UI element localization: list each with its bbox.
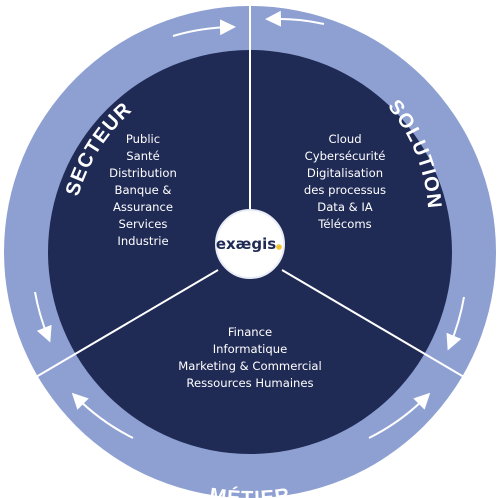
- segment-item: Santé: [126, 149, 160, 163]
- segment-item: Cloud: [328, 132, 361, 146]
- segment-item: Finance: [228, 325, 272, 339]
- curved-arrow-icon: [368, 392, 431, 439]
- logo-text: exægis: [216, 235, 276, 253]
- segment-item: Cybersécurité: [305, 149, 386, 163]
- curved-arrow-icon: [265, 10, 325, 27]
- curved-arrow-icon: [34, 291, 52, 343]
- segment-item: Marketing & Commercial: [178, 359, 322, 373]
- segment-item: Data & IA: [317, 200, 373, 214]
- segment-item: Banque &: [115, 183, 172, 197]
- curved-arrow-icon: [172, 19, 236, 37]
- segment-item: Services: [119, 217, 168, 231]
- segment-item: Industrie: [117, 234, 168, 248]
- segment-item: des processus: [304, 183, 386, 197]
- ring-label-metier: MÉTIER: [208, 484, 292, 498]
- segment-item: Public: [126, 132, 160, 146]
- curved-arrow-icon: [446, 296, 465, 351]
- segment-item: Assurance: [113, 200, 173, 214]
- segment-solution: Cloud Cybersécurité Digitalisation des p…: [304, 132, 386, 231]
- segment-item: Télécoms: [317, 217, 371, 231]
- segment-item: Informatique: [213, 342, 288, 356]
- divider-right: [281, 269, 465, 378]
- segment-item: Distribution: [109, 166, 177, 180]
- segment-item: Digitalisation: [307, 166, 383, 180]
- logo-dot: [276, 244, 282, 250]
- divider-left: [35, 269, 219, 378]
- curved-arrow-icon: [71, 392, 134, 439]
- logo-circle: [215, 209, 285, 279]
- segment-item: Ressources Humaines: [186, 376, 313, 390]
- segment-metier: Finance Informatique Marketing & Commerc…: [178, 325, 322, 390]
- segment-secteur: Public Santé Distribution Banque & Assur…: [109, 132, 177, 248]
